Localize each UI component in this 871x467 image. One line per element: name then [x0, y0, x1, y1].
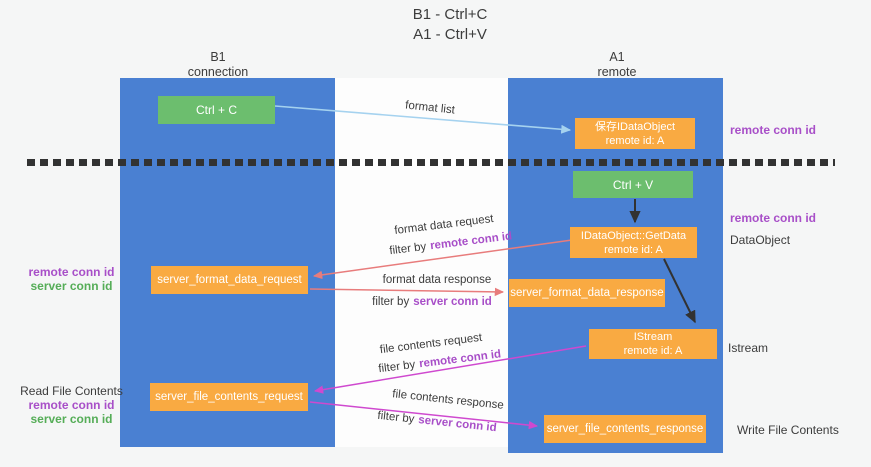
filter-server-conn-id: server conn id	[413, 296, 492, 308]
save-idataobject-box: 保存IDataObject remote id: A	[575, 118, 695, 149]
ctrl-c-label: Ctrl + C	[195, 103, 237, 117]
server-format-data-response-box: server_format_data_response	[509, 279, 665, 307]
lifeline-b1-name: B1	[210, 50, 226, 64]
read-file-contents-annotation: Read File Contents	[20, 384, 123, 398]
lifeline-b1-role: connection	[187, 65, 249, 79]
dataobject-annotation: DataObject	[730, 233, 791, 247]
page-title-line2: A1 - Ctrl+V	[413, 26, 487, 43]
ctrl-c-box: Ctrl + C	[158, 96, 275, 124]
filter-by-text: filter by	[372, 296, 410, 308]
lifeline-a1-name: A1	[609, 50, 625, 64]
ctrl-v-box: Ctrl + V	[573, 171, 693, 198]
lifeline-a1-header: A1 remote	[552, 50, 682, 80]
lifeline-a1-role: remote	[597, 65, 637, 79]
istream-box: IStream remote id: A	[589, 329, 717, 359]
server-format-data-request-label: server_format_data_request	[157, 274, 302, 286]
left-format-server-conn-id: server conn id	[30, 279, 113, 293]
server-format-data-response-label: server_format_data_response	[510, 287, 664, 299]
left-format-annotations: remote conn id server conn id	[8, 265, 135, 293]
page-title-line1: B1 - Ctrl+C	[412, 6, 488, 23]
remote-conn-id-annotation-mid: remote conn id	[730, 211, 817, 225]
copy-paste-boundary-divider	[27, 159, 835, 166]
istream-annotation: Istream	[728, 341, 769, 355]
idataobject-getdata-box: IDataObject::GetData remote id: A	[570, 227, 697, 258]
istream-line1: IStream	[633, 331, 673, 343]
lifeline-b1-header: B1 connection	[153, 50, 283, 80]
getdata-line1: IDataObject::GetData	[580, 229, 687, 242]
page-title: B1 - Ctrl+C A1 - Ctrl+V	[300, 5, 600, 45]
write-file-contents-annotation: Write File Contents	[737, 423, 839, 437]
save-idataobject-line1: 保存IDataObject	[594, 120, 676, 133]
ctrl-v-label: Ctrl + V	[612, 177, 654, 192]
left-format-remote-conn-id: remote conn id	[28, 265, 115, 279]
getdata-line2: remote id: A	[604, 243, 663, 256]
server-file-contents-response-box: server_file_contents_response	[544, 415, 706, 443]
server-file-contents-request-label: server_file_contents_request	[155, 391, 303, 403]
server-format-data-request-box: server_format_data_request	[151, 266, 308, 294]
format-data-response-label: format data response	[382, 274, 492, 286]
remote-conn-id-annotation-top: remote conn id	[730, 123, 817, 137]
save-idataobject-line2: remote id: A	[605, 134, 665, 147]
left-file-server-conn-id: server conn id	[30, 412, 113, 426]
left-file-annotations: Read File Contents remote conn id server…	[8, 384, 135, 426]
istream-line2: remote id: A	[623, 345, 683, 357]
server-file-contents-request-box: server_file_contents_request	[150, 383, 308, 411]
left-file-remote-conn-id: remote conn id	[28, 398, 115, 412]
server-file-contents-response-label: server_file_contents_response	[546, 423, 704, 435]
